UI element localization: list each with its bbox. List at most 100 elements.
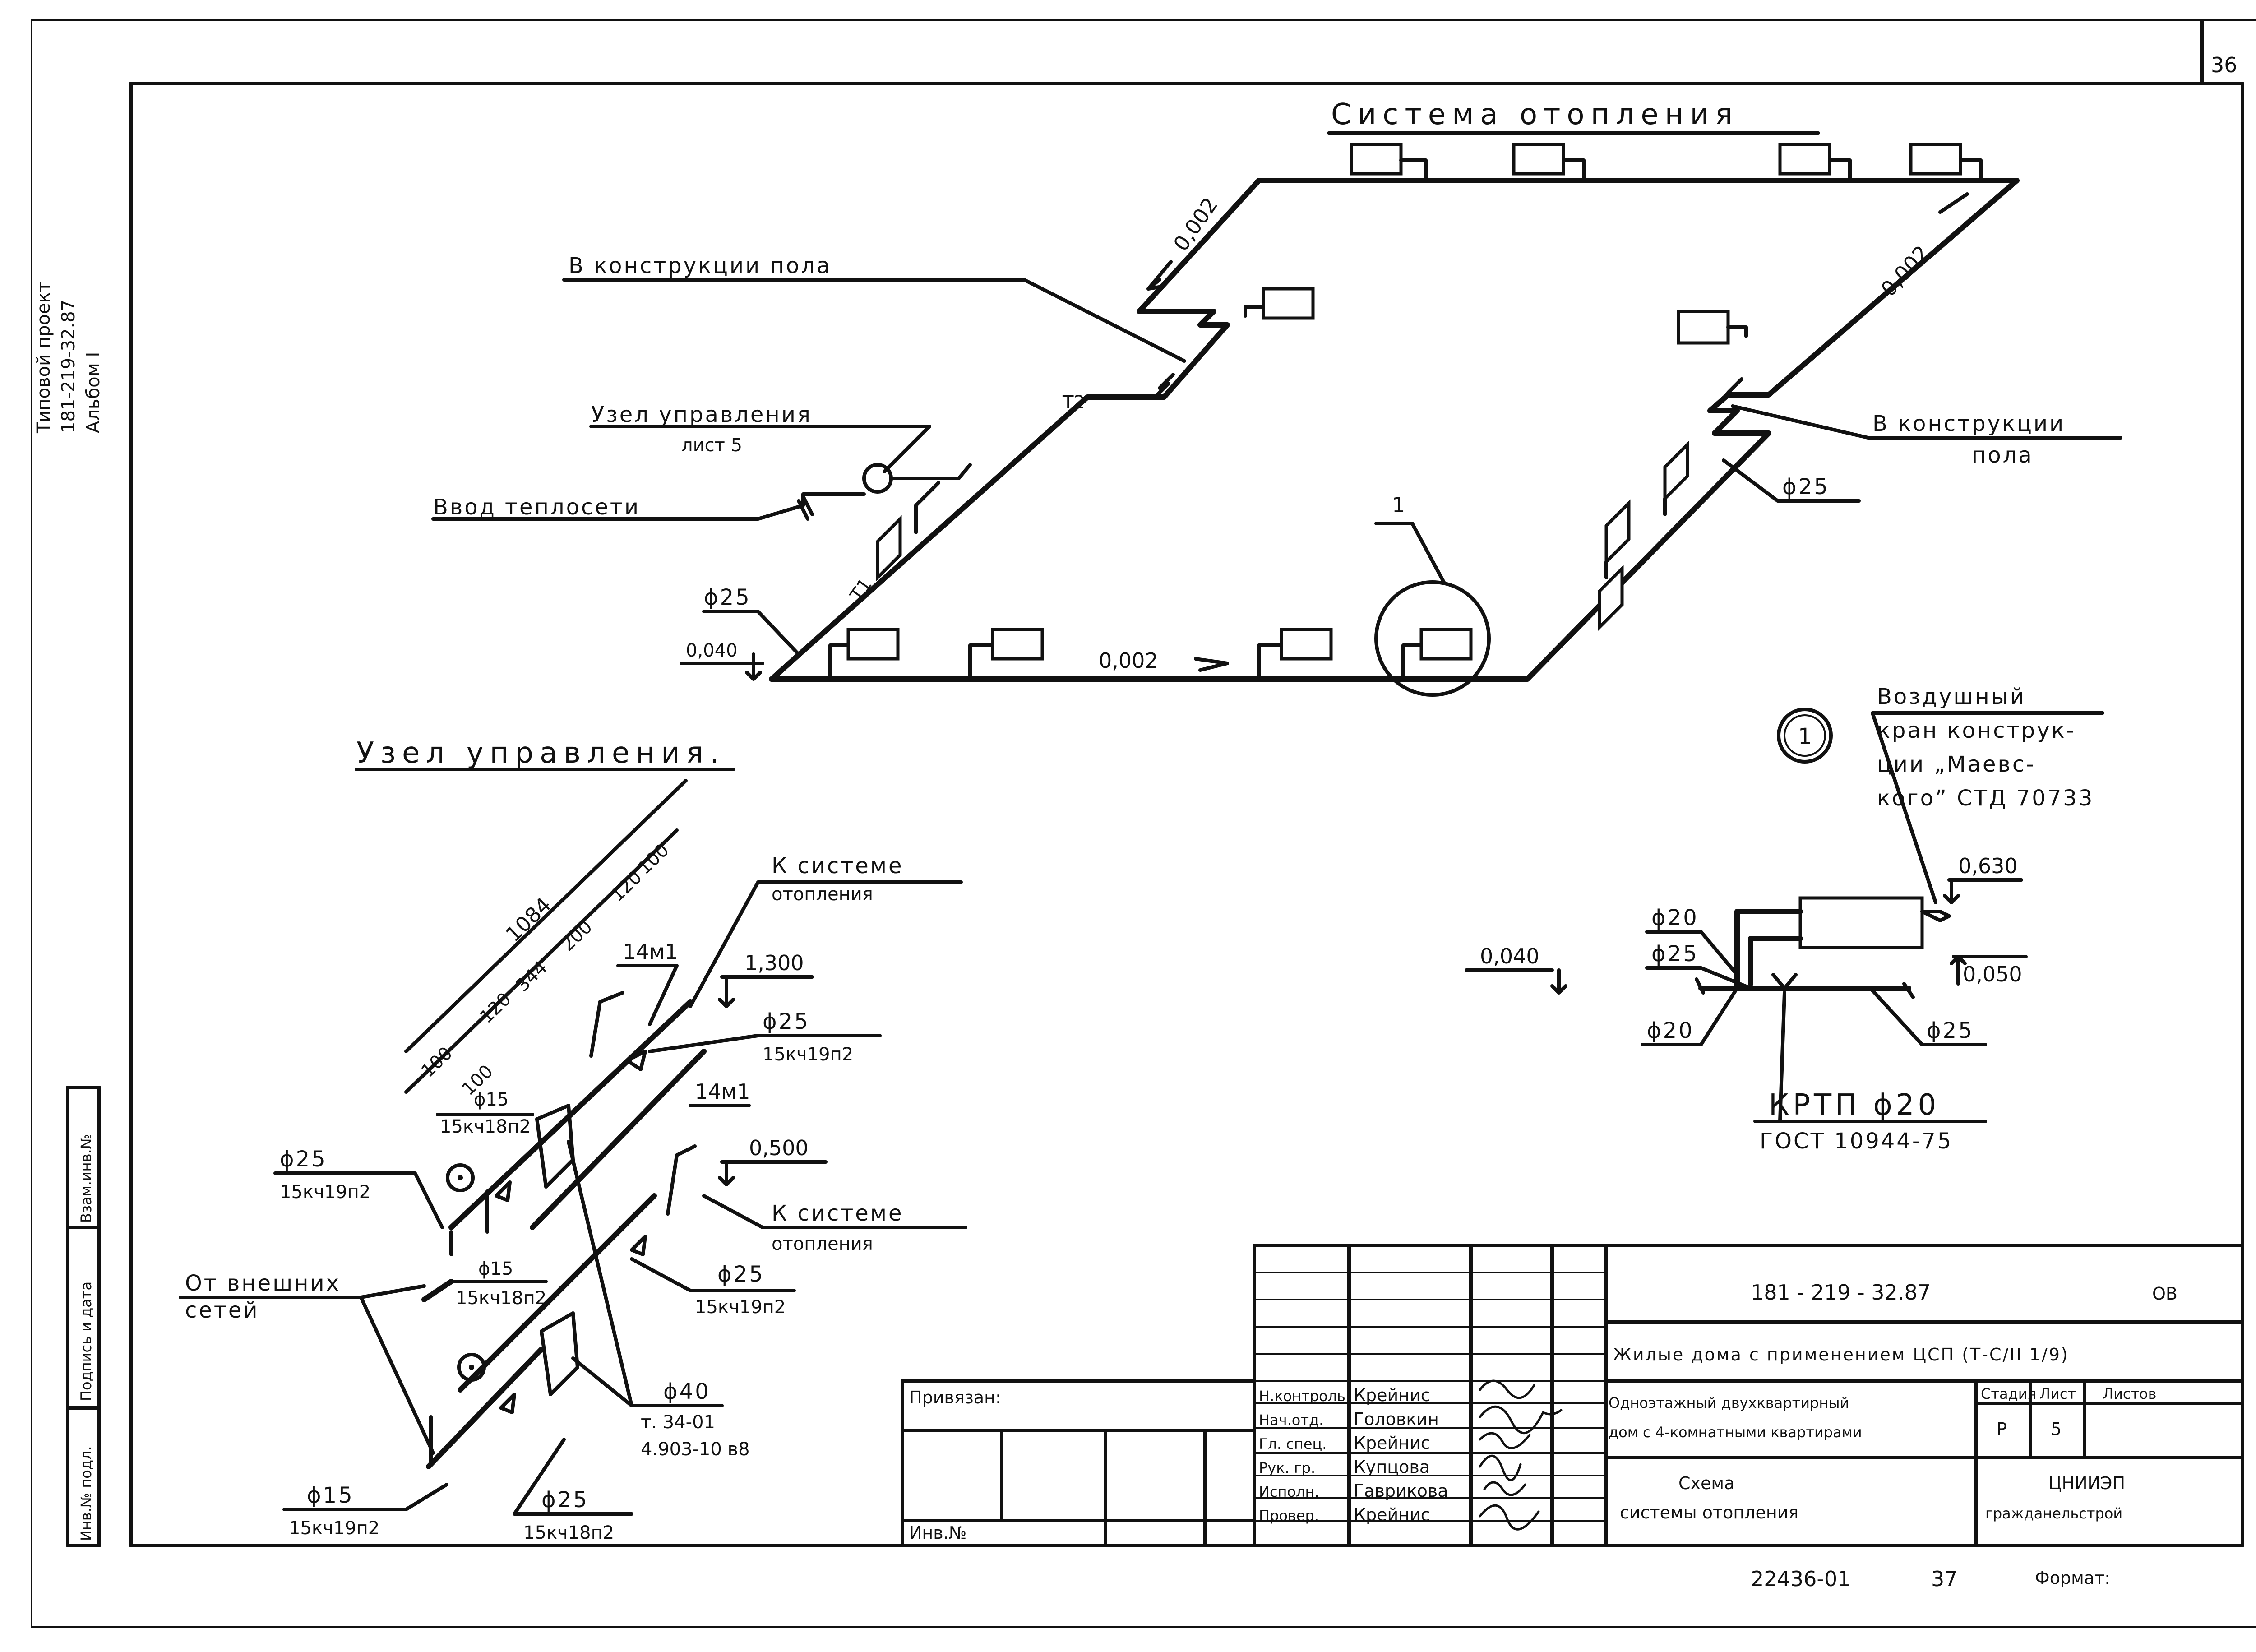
stage-hdr: Стадия: [1981, 1385, 2036, 1402]
input-label: Ввод теплосети: [433, 495, 640, 520]
side-stamp-line3: Альбом I: [83, 352, 104, 433]
object-2: дом с 4-комнатными квартирами: [1609, 1424, 1862, 1441]
mud-trap-lower: [540, 1311, 579, 1396]
dia-left-label: ϕ25: [704, 585, 751, 610]
slope-right: 0,002: [1876, 241, 1934, 301]
side-stamp-line1: Типовой проект: [33, 282, 54, 434]
radiator-right-upper: [1677, 310, 1730, 345]
to-system-mid-1: К системе: [772, 1201, 904, 1226]
heating-system-title: Система отопления: [1331, 98, 1739, 131]
valve-left-lbl: 15кч19п2: [280, 1182, 370, 1203]
radiator-left-upper: [1262, 287, 1315, 320]
doc-mark: ОВ: [2152, 1284, 2177, 1304]
signatures: [1479, 1379, 1563, 1531]
radiators-bottom: [828, 628, 1473, 681]
org-1: ЦНИИЭП: [2048, 1473, 2125, 1493]
pipe-t2-label: Т2: [1062, 392, 1085, 413]
title-block: Привязан: Инв.№ Н.контроль Нач.отд. Гл. …: [901, 1244, 2244, 1547]
slope-bottom: 0,002: [1099, 648, 1158, 673]
inv-no: Инв.№: [909, 1523, 966, 1543]
air-vent-4: кого” СТД 70733: [1877, 786, 2094, 811]
heating-system-scheme: Система отопления: [431, 98, 2122, 697]
node-label-1: Узел управления: [591, 402, 812, 427]
air-vent-1: Воздушный: [1877, 684, 2026, 709]
to-system-top-2: отопления: [772, 884, 873, 905]
dia-20-top: ϕ20: [1651, 905, 1699, 930]
radiator-left-lower: [876, 515, 902, 582]
from-ext-1: От внешних: [185, 1271, 341, 1296]
callout-circle-1: [1374, 580, 1491, 697]
strip-inv-podl: Инв.№ подл.: [78, 1446, 95, 1541]
valve-bot-left: 15кч19п2: [289, 1518, 379, 1539]
dim-seq-6: 100: [634, 840, 673, 879]
archive-no: 22436-01: [1751, 1567, 1850, 1591]
format-lbl: Формат:: [2035, 1568, 2110, 1588]
level-040: 0,040: [686, 640, 738, 661]
dia-top-1: ϕ25: [763, 1009, 810, 1034]
control-node-title: Узел управления.: [356, 736, 726, 770]
dia-25-left: ϕ25: [1651, 941, 1699, 967]
inner-frame: [129, 82, 2244, 1547]
detail-marker: 1: [1798, 724, 1814, 749]
dia-40: ϕ40: [663, 1379, 711, 1404]
archive-page: 37: [1931, 1567, 1958, 1591]
level-050: 0,050: [1963, 962, 2022, 986]
dim-line-inner: [404, 828, 679, 1094]
strip-vzam: Взам.инв.№: [78, 1134, 95, 1223]
detail-marker-inner: [1784, 714, 1826, 757]
role-3: Рук. гр.: [1259, 1459, 1315, 1476]
privyazan: Привязан:: [909, 1388, 1001, 1407]
detail-radiator: [1798, 896, 1924, 949]
outer-border: [31, 19, 2256, 1628]
stage-val: Р: [1997, 1419, 2007, 1439]
dim-line-outer: [404, 779, 688, 1053]
dia-20-bot: ϕ20: [1647, 1018, 1694, 1043]
dia-mid: ϕ15: [478, 1259, 513, 1279]
doc-code: 181 - 219 - 32.87: [1751, 1280, 1931, 1305]
supply-pipe-loop: [769, 178, 2020, 682]
left-strip: Инв.№ подл. Подпись и дата Взам.инв.№: [66, 1086, 101, 1547]
node-label-2: лист 5: [681, 435, 742, 456]
level-0500: 0,500: [749, 1136, 809, 1160]
air-vent-3: ции „Маевс-: [1877, 752, 2036, 777]
object-1: Одноэтажный двухквартирный: [1609, 1394, 1849, 1411]
radiators-right: [1598, 440, 1689, 631]
role-5: Провер.: [1259, 1507, 1319, 1524]
sheet-title-2: системы отопления: [1620, 1503, 1798, 1522]
floor-left-label: В конструкции пола: [569, 253, 832, 278]
floor-right-label-2: пола: [1972, 443, 2034, 468]
gauge-2: 14м1: [695, 1079, 750, 1104]
valve-top-2: 15кч18п2: [440, 1116, 531, 1137]
level-040-detail: 0,040: [1480, 944, 1539, 968]
node-marker: [862, 463, 893, 494]
t34-2: 4.903-10 в8: [641, 1439, 750, 1460]
floor-right-label-1: В конструкции: [1872, 411, 2065, 436]
from-ext-2: сетей: [185, 1298, 259, 1323]
org-2: гражданельстрой: [1985, 1505, 2122, 1522]
dia-right-label: ϕ25: [1782, 474, 1830, 500]
valve-right-mid: 15кч19п2: [695, 1297, 786, 1318]
gost: ГОСТ 10944-75: [1760, 1129, 1953, 1154]
name-1: Головкин: [1354, 1409, 1439, 1429]
valve-top-1: 15кч19п2: [763, 1044, 853, 1065]
strip-podpis: Подпись и дата: [78, 1282, 95, 1401]
level-630: 0,630: [1958, 854, 2018, 878]
project-name: Жилые дома с применением ЦСП (Т-С/II 1/9…: [1613, 1345, 2069, 1365]
pipe-lower-run: [421, 1193, 657, 1469]
pipe-t1-label: Т1: [846, 574, 876, 605]
name-3: Купцова: [1354, 1457, 1430, 1477]
sheet-title-1: Схема: [1678, 1473, 1734, 1493]
role-4: Исполн.: [1259, 1483, 1319, 1500]
lists-hdr: Листов: [2103, 1385, 2157, 1402]
detail-marker-outer: [1777, 708, 1833, 764]
level-1300: 1,300: [744, 951, 804, 975]
dim-seq-5: 120: [607, 867, 646, 906]
to-system-top-1: К системе: [772, 853, 904, 879]
control-node: Узел управления. 1084 100 100 120 344 20…: [179, 736, 967, 1543]
dia-top-2: ϕ15: [474, 1089, 509, 1110]
list-val: 5: [2051, 1419, 2062, 1439]
gauge-1: 14м1: [623, 939, 678, 964]
dia-left-lbl: ϕ25: [280, 1147, 327, 1172]
valve-mid: 15кч18п2: [456, 1288, 546, 1309]
